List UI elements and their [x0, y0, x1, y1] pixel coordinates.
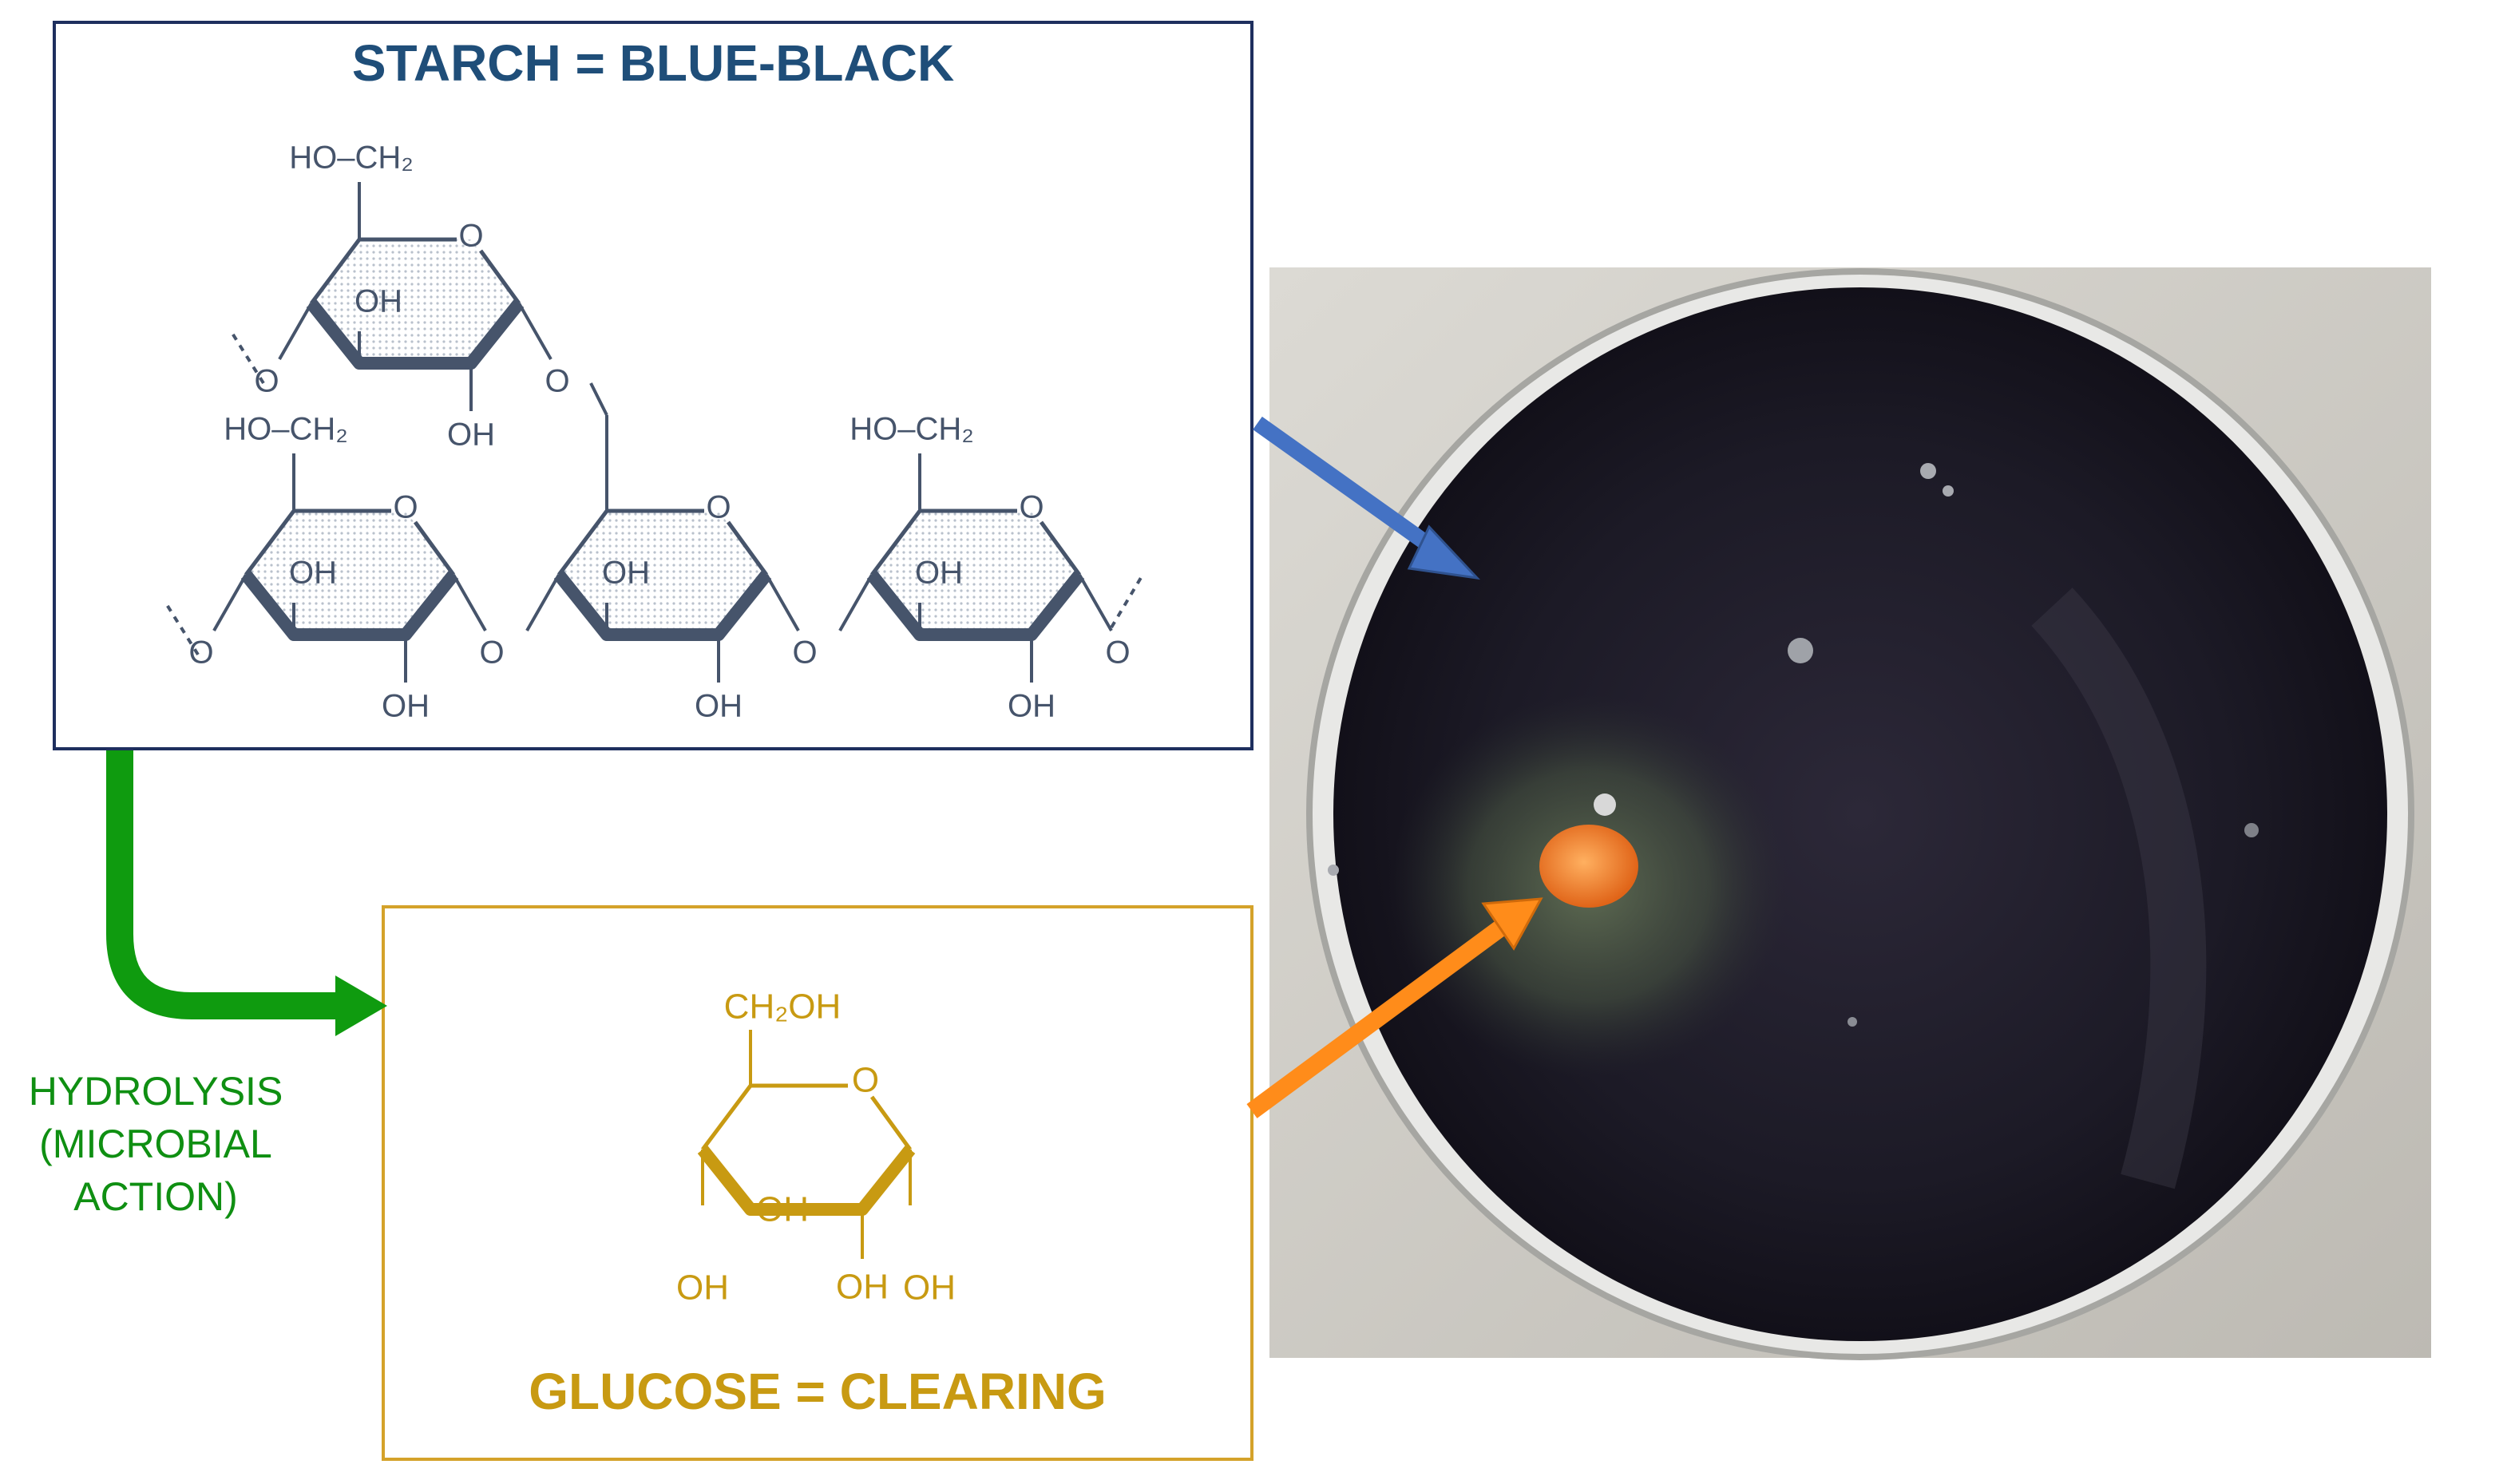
- hydroxyl-label: OH: [695, 689, 743, 724]
- hydroxyl-label: OH: [756, 1190, 809, 1229]
- bubble: [1848, 1017, 1857, 1027]
- glycosidic-oxygen: O: [792, 635, 817, 671]
- bubble: [1920, 463, 1936, 479]
- hydroxyl-label: OH: [836, 1268, 889, 1307]
- glucose-unit: O HO–CH₂ OH OH O O: [230, 140, 570, 453]
- orange-arrow: [1246, 897, 1543, 1118]
- ring-oxygen: O: [1019, 490, 1044, 525]
- glycosidic-oxygen: O: [545, 364, 569, 399]
- ch2-group: HO–CH₂: [850, 412, 974, 447]
- hydroxyl-label: OH: [382, 689, 430, 724]
- glycosidic-oxygen: O: [254, 364, 279, 399]
- hydroxyl-label: OH: [915, 556, 963, 591]
- blue-arrow: [1253, 416, 1481, 580]
- agar-surface: [1333, 287, 2387, 1341]
- glucose-box: [382, 905, 1253, 1461]
- ring-shading: [559, 511, 766, 635]
- ring-oxygen: O: [852, 1061, 879, 1100]
- bubble: [1328, 865, 1339, 876]
- hydroxyl-label: OH: [676, 1268, 729, 1308]
- hydroxyl-label: OH: [602, 556, 650, 591]
- ring-shading: [311, 239, 519, 363]
- hydroxyl-label: OH: [903, 1268, 956, 1308]
- ch2-group: HO–CH₂: [224, 412, 348, 447]
- bubble: [2244, 823, 2259, 837]
- starch-title: STARCH = BLUE-BLACK: [351, 34, 955, 92]
- ring-shading: [246, 511, 453, 635]
- ring-oxygen: O: [458, 219, 483, 254]
- hydrolysis-label-line: ACTION): [73, 1174, 238, 1219]
- hydrolysis-arrow: [106, 750, 387, 1036]
- hydrolysis-label-line: HYDROLYSIS: [28, 1069, 283, 1114]
- ring-oxygen: O: [706, 490, 731, 525]
- petri-dish-photo: [1269, 267, 2431, 1360]
- glucose-unit: O OH OH O: [525, 490, 818, 724]
- hydroxyl-label: OH: [289, 556, 337, 591]
- glucose-unit: O HO–CH₂ OH OH O O: [164, 412, 505, 724]
- hydroxyl-label: OH: [447, 417, 495, 453]
- bacterial-colony: [1539, 825, 1638, 908]
- glucose-title: GLUCOSE = CLEARING: [529, 1363, 1107, 1420]
- hydrolysis-label: HYDROLYSIS (MICROBIAL ACTION): [0, 1065, 311, 1223]
- glycosidic-oxygen: O: [188, 635, 213, 671]
- glucose-unit: O HO–CH₂ OH OH O: [838, 412, 1131, 724]
- hydroxyl-label: OH: [1008, 689, 1055, 724]
- glycosidic-oxygen: O: [1105, 635, 1130, 671]
- ring-shading: [872, 511, 1079, 635]
- bubble: [1594, 793, 1616, 816]
- hydroxyl-label: OH: [354, 284, 402, 319]
- glycosidic-oxygen: O: [479, 635, 504, 671]
- agar-streak: [2031, 588, 2207, 1189]
- bubble: [1943, 485, 1954, 497]
- ch2-group: HO–CH₂: [289, 140, 414, 176]
- ch2oh-group: CH₂OH: [724, 987, 842, 1027]
- starch-molecule: OHO–CH₂OHOHOOOHO–CH₂OHOHOOOOHOHOOHO–CH₂O…: [164, 140, 1143, 724]
- glucose-molecule: O CH₂OH OH OH OH OH: [676, 987, 956, 1308]
- hydrolysis-label-line: (MICROBIAL: [39, 1122, 272, 1166]
- bubble: [1788, 638, 1813, 663]
- ring-oxygen: O: [393, 490, 418, 525]
